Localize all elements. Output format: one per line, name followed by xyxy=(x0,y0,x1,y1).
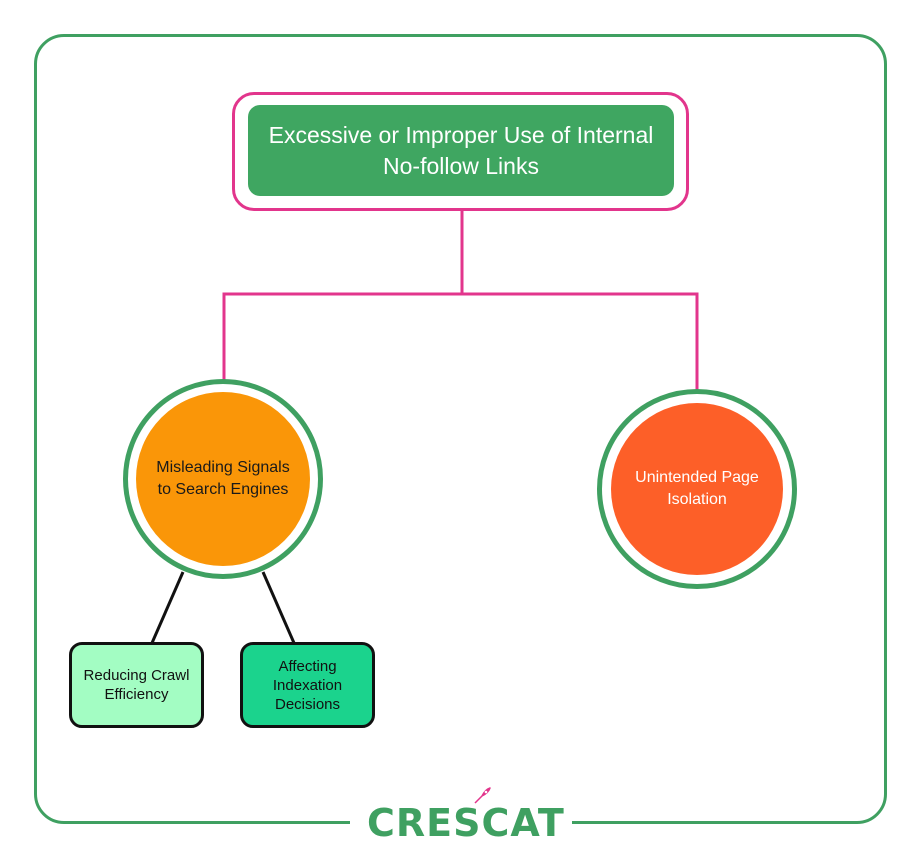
root-to-children-connector xyxy=(222,210,464,380)
left-child-to-leaf-1-connector xyxy=(150,571,185,644)
child-node-1-label: Misleading Signals to Search Engines xyxy=(156,459,290,498)
logo-background xyxy=(350,800,572,850)
child-node-2-label: Unintended Page Isolation xyxy=(635,469,759,508)
leaf-node-1: Reducing Crawl Efficiency xyxy=(69,642,204,728)
child-node-1: Misleading Signals to Search Engines xyxy=(136,392,310,566)
rocket-icon xyxy=(474,787,491,804)
leaf-node-1-label: Reducing Crawl Efficiency xyxy=(83,667,190,703)
leaf-node-2: Affecting Indexation Decisions xyxy=(240,642,375,728)
brand-logo: CRESCAT xyxy=(367,801,565,845)
leaf-node-2-label: Affecting Indexation Decisions xyxy=(272,657,343,713)
left-child-to-leaf-2-connector xyxy=(261,571,296,644)
child-node-2: Unintended Page Isolation xyxy=(611,403,783,575)
root-to-right-child-connector xyxy=(462,292,699,390)
root-node-label: Excessive or Improper Use of Internal No… xyxy=(268,121,654,179)
root-node: Excessive or Improper Use of Internal No… xyxy=(248,105,674,196)
